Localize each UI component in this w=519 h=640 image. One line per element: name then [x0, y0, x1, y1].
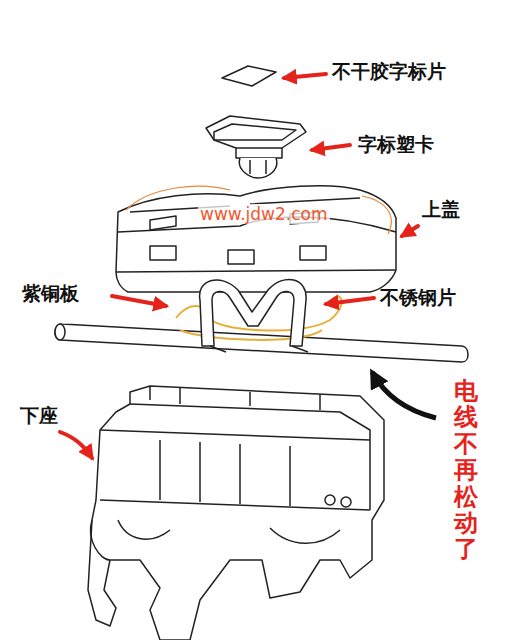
- marker-card: [206, 116, 306, 178]
- steel-spring: [200, 279, 308, 352]
- part-label: 不干胶字标片: [332, 60, 446, 83]
- part-label: 紫铜板: [22, 282, 79, 305]
- vertical-note: 电线不再松动了: [454, 378, 478, 563]
- leader-arrows: [60, 74, 418, 458]
- part-label: 下座: [20, 404, 58, 427]
- top-cover: [116, 186, 396, 292]
- part-label: 上盖: [422, 198, 460, 221]
- watermark: www.jdw2.com: [198, 204, 330, 224]
- part-label: 不锈钢片: [380, 286, 456, 309]
- sticker-plate: [222, 66, 276, 86]
- wire-pointer: [372, 372, 436, 418]
- base: [88, 386, 384, 640]
- part-label: 字标塑卡: [358, 133, 434, 156]
